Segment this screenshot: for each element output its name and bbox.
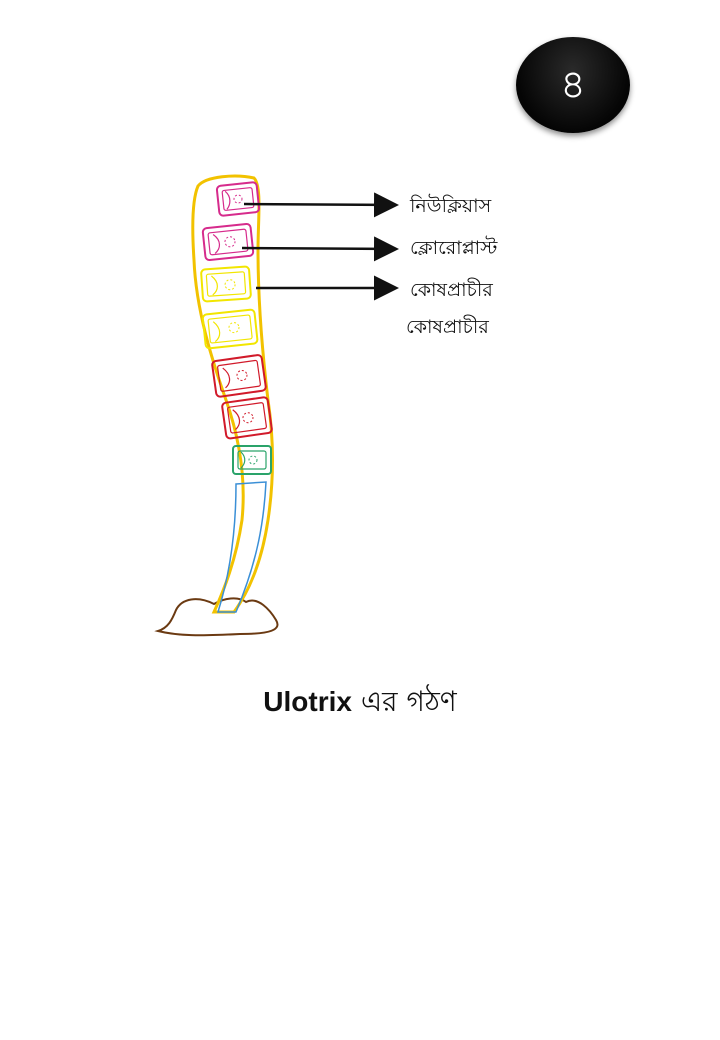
chloroplast-label: ক্লোরোপ্লাস্ট (410, 237, 498, 259)
cell-wall-label: কোষপ্রাচীর (410, 279, 493, 301)
page-number-badge: ৪ (516, 37, 630, 133)
cell-1 (215, 181, 261, 217)
caption-latin: Ulotrix (263, 686, 352, 717)
figure-caption: Ulotrix এর গঠণ (0, 680, 720, 727)
cell-3 (200, 265, 252, 303)
cell-6 (221, 396, 273, 440)
cell-7 (232, 445, 272, 475)
nucleus-pointer (243, 192, 399, 218)
cell-wall-label-extra: কোষপ্রাচীর (406, 316, 489, 338)
cell-2 (201, 222, 255, 262)
cell-5 (211, 354, 267, 398)
filament-outline (191, 174, 274, 614)
page-number: ৪ (560, 62, 586, 108)
caption-bengali: এর গঠণ (351, 685, 457, 718)
holdfast-cell (216, 481, 267, 613)
chloroplast-pointer (241, 236, 399, 262)
nucleus-label: নিউক্লিয়াস (410, 195, 492, 217)
cell-4 (201, 308, 259, 350)
substrate (154, 597, 279, 637)
